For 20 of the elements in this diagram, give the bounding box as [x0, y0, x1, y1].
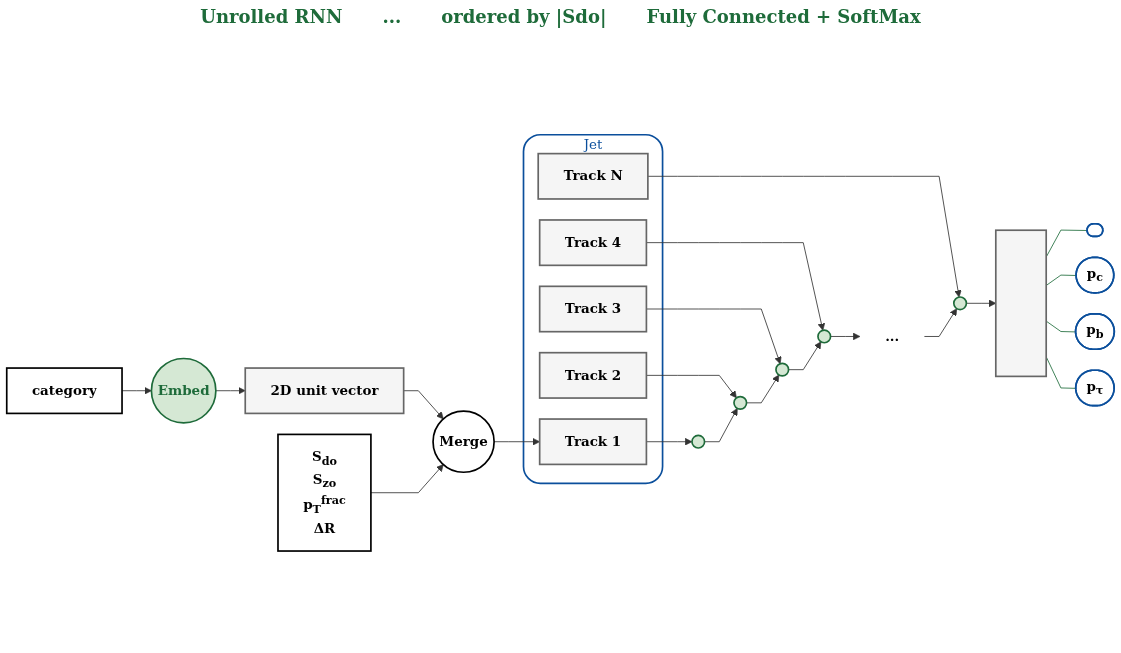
- node-circle: [817, 329, 832, 344]
- node-circle: [733, 395, 748, 411]
- node-box: Track 2: [538, 351, 648, 399]
- annotation-text: ordered by |Sdo|: [441, 6, 607, 27]
- node-box: 2D unit vector: [244, 367, 405, 415]
- node-bar: [994, 229, 1048, 378]
- node-circle: [952, 296, 968, 311]
- node-box: Track 1: [538, 418, 648, 466]
- annotation-text: ...: [382, 6, 402, 27]
- node-box: Track 4: [538, 219, 648, 267]
- node-circle: Merge: [432, 410, 495, 474]
- annotation-text: Unrolled RNN: [200, 6, 343, 27]
- annotation-text: Fully Connected + SoftMax: [646, 6, 921, 27]
- node-box: Track N: [537, 152, 649, 200]
- node-box: Track 3: [538, 285, 648, 333]
- node-circle: Embed: [150, 357, 217, 424]
- node-circle: [691, 434, 706, 449]
- node-box: category: [5, 367, 123, 415]
- node-circle: [775, 362, 790, 377]
- node-text: ...: [885, 328, 900, 345]
